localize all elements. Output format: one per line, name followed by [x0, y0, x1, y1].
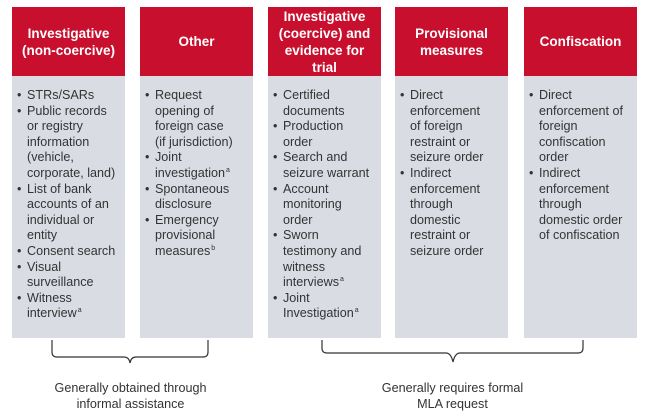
item-text: Joint investigation [155, 150, 226, 180]
item-text: Witness interview [27, 290, 77, 321]
column-4: ConfiscationDirect enforcement of foreig… [524, 7, 637, 338]
footnote-marker: a [354, 307, 359, 315]
list-item: STRs/SARs [17, 88, 120, 104]
item-text: Indirect enforcement through domestic or… [539, 165, 623, 243]
column-heading: Other [140, 7, 253, 76]
list-item: Indirect enforcement through domestic re… [400, 166, 503, 260]
item-text: Consent search [27, 243, 116, 258]
list-item: Indirect enforcement through domestic or… [529, 166, 632, 244]
footnote-marker: a [77, 307, 82, 315]
list-item: Account monitoring order [273, 182, 376, 229]
item-text: Indirect enforcement through domestic re… [410, 165, 484, 258]
list-item: Public records or registry information (… [17, 104, 120, 182]
item-list: Direct enforcement of foreign confiscati… [529, 88, 632, 244]
list-item: List of bank accounts of an individual o… [17, 182, 120, 244]
item-list: STRs/SARsPublic records or registry info… [17, 88, 120, 322]
item-text: STRs/SARs [27, 88, 95, 102]
item-text: Emergency provisional measures [155, 212, 219, 258]
item-text: Certified documents [283, 88, 345, 118]
column-heading: Investigative (coercive) and evidence fo… [268, 7, 381, 76]
column-heading: Investigative (non-coercive) [12, 7, 125, 76]
column-body: Direct enforcement of foreign confiscati… [524, 76, 637, 338]
list-item: Direct enforcement of foreign restraint … [400, 88, 503, 166]
column-heading: Provisional measures [395, 7, 508, 76]
item-list: Direct enforcement of foreign restraint … [400, 88, 503, 260]
item-text: List of bank accounts of an individual o… [27, 181, 109, 243]
column-heading: Confiscation [524, 7, 637, 76]
item-text: Direct enforcement of foreign restraint … [410, 88, 484, 165]
list-item: Request opening of foreign case (if juri… [145, 88, 248, 150]
list-item: Joint investigationa [145, 150, 248, 181]
item-text: Request opening of foreign case (if juri… [155, 88, 233, 149]
item-text: Spontaneous disclosure [155, 181, 230, 212]
item-text: Visual surveillance [27, 259, 94, 290]
list-item: Direct enforcement of foreign confiscati… [529, 88, 632, 166]
list-item: Production order [273, 119, 376, 150]
caption-informal: Generally obtained through informal assi… [54, 381, 207, 411]
item-text: Account monitoring order [283, 181, 342, 227]
column-body: STRs/SARsPublic records or registry info… [12, 76, 125, 338]
item-text: Public records or registry information (… [27, 103, 116, 180]
list-item: Joint Investigationa [273, 291, 376, 322]
caption-formal: Generally requires formal MLA request [381, 381, 524, 411]
column-body: Direct enforcement of foreign restraint … [395, 76, 508, 338]
list-item: Emergency provisional measuresb [145, 213, 248, 260]
list-item: Visual surveillance [17, 260, 120, 291]
item-text: Production order [283, 119, 344, 149]
item-list: Certified documentsProduction orderSearc… [273, 88, 376, 322]
list-item: Spontaneous disclosure [145, 182, 248, 213]
item-text: Joint Investigation [283, 290, 354, 321]
column-0: Investigative (non-coercive) STRs/SARsPub… [12, 7, 125, 338]
list-item: Search and seizure warrant [273, 150, 376, 181]
item-text: Direct enforcement of foreign confiscati… [539, 88, 624, 165]
item-text: Sworn testimony and witness interviews [283, 228, 362, 290]
list-item: Witness interviewa [17, 291, 120, 322]
item-list: Request opening of foreign case (if juri… [145, 88, 248, 260]
footnote-marker: a [226, 166, 230, 174]
list-item: Sworn testimony and witness interviewsa [273, 228, 376, 290]
footnote-marker: b [211, 244, 216, 252]
list-item: Consent search [17, 244, 120, 260]
footnote-marker: a [340, 276, 344, 284]
column-body: Certified documentsProduction orderSearc… [268, 76, 381, 338]
column-body: Request opening of foreign case (if juri… [140, 76, 253, 338]
column-3: Provisional measuresDirect enforcement o… [395, 7, 508, 338]
item-text: Search and seizure warrant [283, 150, 370, 180]
column-1: OtherRequest opening of foreign case (if… [140, 7, 253, 338]
right-brace [321, 340, 584, 363]
left-brace [51, 340, 209, 364]
list-item: Certified documents [273, 88, 376, 119]
column-2: Investigative (coercive) and evidence fo… [268, 7, 381, 338]
